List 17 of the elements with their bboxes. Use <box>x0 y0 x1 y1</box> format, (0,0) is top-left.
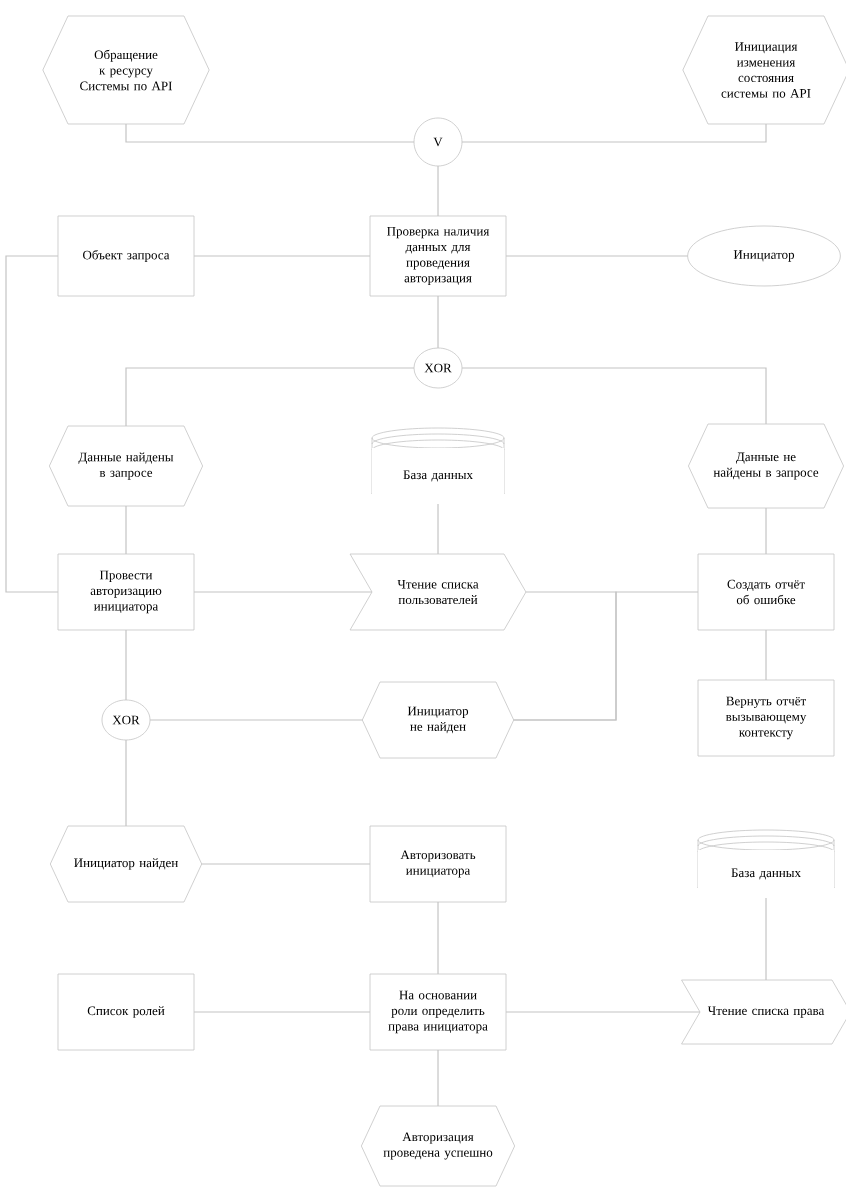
connector-line <box>437 295 439 349</box>
connector-line <box>437 1049 439 1107</box>
connector-line <box>125 367 415 427</box>
connector-line <box>461 367 767 425</box>
connector-line <box>765 629 767 681</box>
connector-line <box>125 505 127 555</box>
connector-line <box>765 897 767 981</box>
connector-line <box>437 165 439 217</box>
connector-line <box>5 255 59 593</box>
connector-line <box>765 507 767 555</box>
connector-line <box>461 123 767 143</box>
connector-line <box>437 503 439 555</box>
connector-line <box>125 739 127 827</box>
connector-line <box>437 901 439 975</box>
connector-line <box>513 591 699 721</box>
connector-line <box>125 629 127 701</box>
connector-line <box>125 123 415 143</box>
